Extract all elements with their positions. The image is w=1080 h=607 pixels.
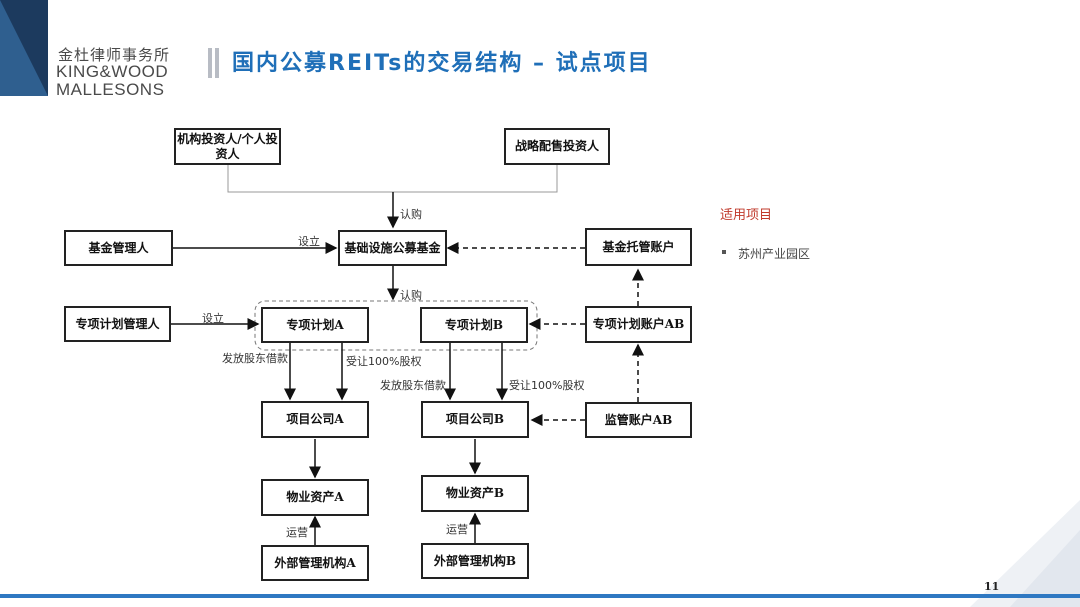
node-abs-plan-a: 专项计划A — [261, 307, 369, 343]
edge-label-subscribe: 认购 — [400, 208, 422, 221]
edge-label-equity-a: 受让100%股权 — [346, 355, 422, 368]
edge-label-operate-a: 运营 — [286, 526, 308, 539]
node-project-company-b: 项目公司B — [421, 401, 529, 438]
node-property-a: 物业资产A — [261, 479, 369, 516]
logo-english-line2: MALLESONS — [56, 80, 165, 99]
edge-label-loan-b: 发放股东借款 — [380, 379, 446, 392]
edge-label-establish: 设立 — [202, 312, 224, 325]
node-strategic-investor: 战略配售投资人 — [504, 128, 610, 165]
node-abs-manager: 专项计划管理人 — [64, 306, 171, 342]
node-external-manager-b: 外部管理机构B — [421, 543, 529, 579]
logo-english-line1: KING&WOOD — [56, 62, 169, 81]
page-title: 国内公募REITs的交易结构 – 试点项目 — [232, 51, 652, 76]
node-institutional-investor: 机构投资人/个人投资人 — [174, 128, 281, 165]
node-abs-account: 专项计划账户AB — [585, 306, 692, 343]
title-accent-bar — [215, 48, 219, 78]
logo-chinese-name: 金杜律师事务所 — [58, 46, 171, 64]
edge-label-equity-b: 受让100%股权 — [509, 379, 585, 392]
node-fund-manager: 基金管理人 — [64, 230, 173, 266]
applicable-project-item: 苏州产业园区 — [738, 247, 811, 261]
node-fund-custody-account: 基金托管账户 — [585, 228, 692, 266]
edge-label-subscribe: 认购 — [400, 289, 422, 302]
corner-decoration-shape — [970, 500, 1080, 607]
logo-corner-shape — [0, 0, 48, 96]
node-external-manager-a: 外部管理机构A — [261, 545, 369, 581]
page-number: 11 — [984, 580, 1000, 593]
node-project-company-a: 项目公司A — [261, 401, 369, 438]
node-abs-plan-b: 专项计划B — [420, 307, 528, 343]
bullet-icon — [722, 250, 726, 254]
edge-label-operate-b: 运营 — [446, 523, 468, 536]
footer-accent-line — [0, 594, 1080, 598]
edge-label-establish: 设立 — [298, 235, 320, 248]
title-accent-bar — [208, 48, 212, 78]
node-property-b: 物业资产B — [421, 475, 529, 512]
node-public-fund: 基础设施公募基金 — [338, 230, 447, 266]
node-supervision-account: 监管账户AB — [585, 402, 692, 438]
edge-label-loan-a: 发放股东借款 — [222, 352, 288, 365]
applicable-projects-title: 适用项目 — [720, 208, 773, 223]
